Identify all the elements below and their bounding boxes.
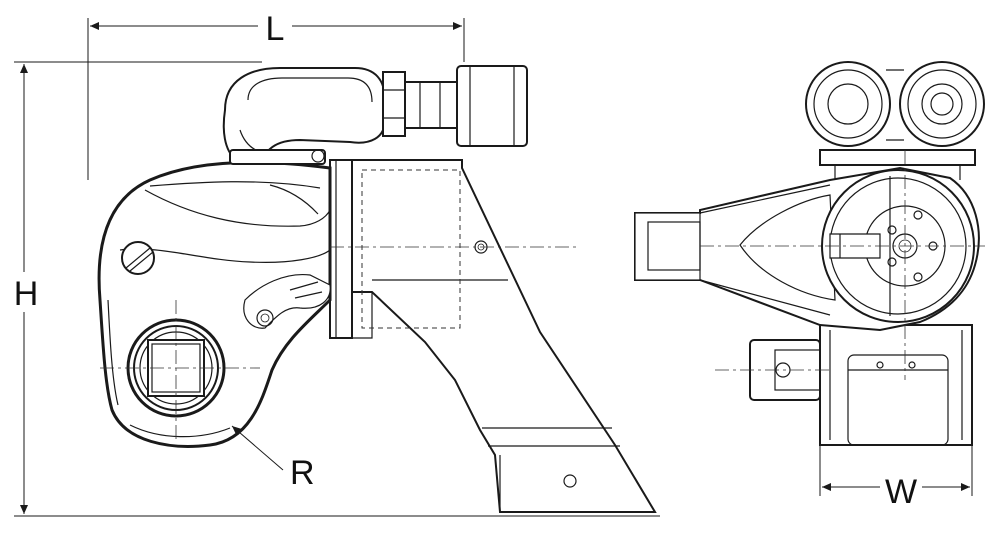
reaction-arm [351, 159, 657, 513]
front-swivel-ports [805, 61, 985, 180]
front-housing [819, 324, 973, 446]
dimension-l: L [87, 8, 465, 180]
dimension-label-w: W [885, 473, 917, 511]
dimension-label-l: L [266, 10, 285, 48]
dimension-label-h: H [14, 275, 39, 313]
dimension-w: W [819, 445, 973, 511]
cylinder-body [329, 159, 353, 339]
dimension-label-r: R [290, 454, 315, 492]
swivel-coupler [222, 65, 528, 165]
dimension-r: R [231, 425, 315, 492]
front-view: W [634, 61, 985, 511]
front-arm [634, 166, 980, 332]
dimension-h: H [6, 61, 660, 517]
side-view: L H R [6, 8, 660, 517]
ratchet-head [97, 160, 332, 448]
